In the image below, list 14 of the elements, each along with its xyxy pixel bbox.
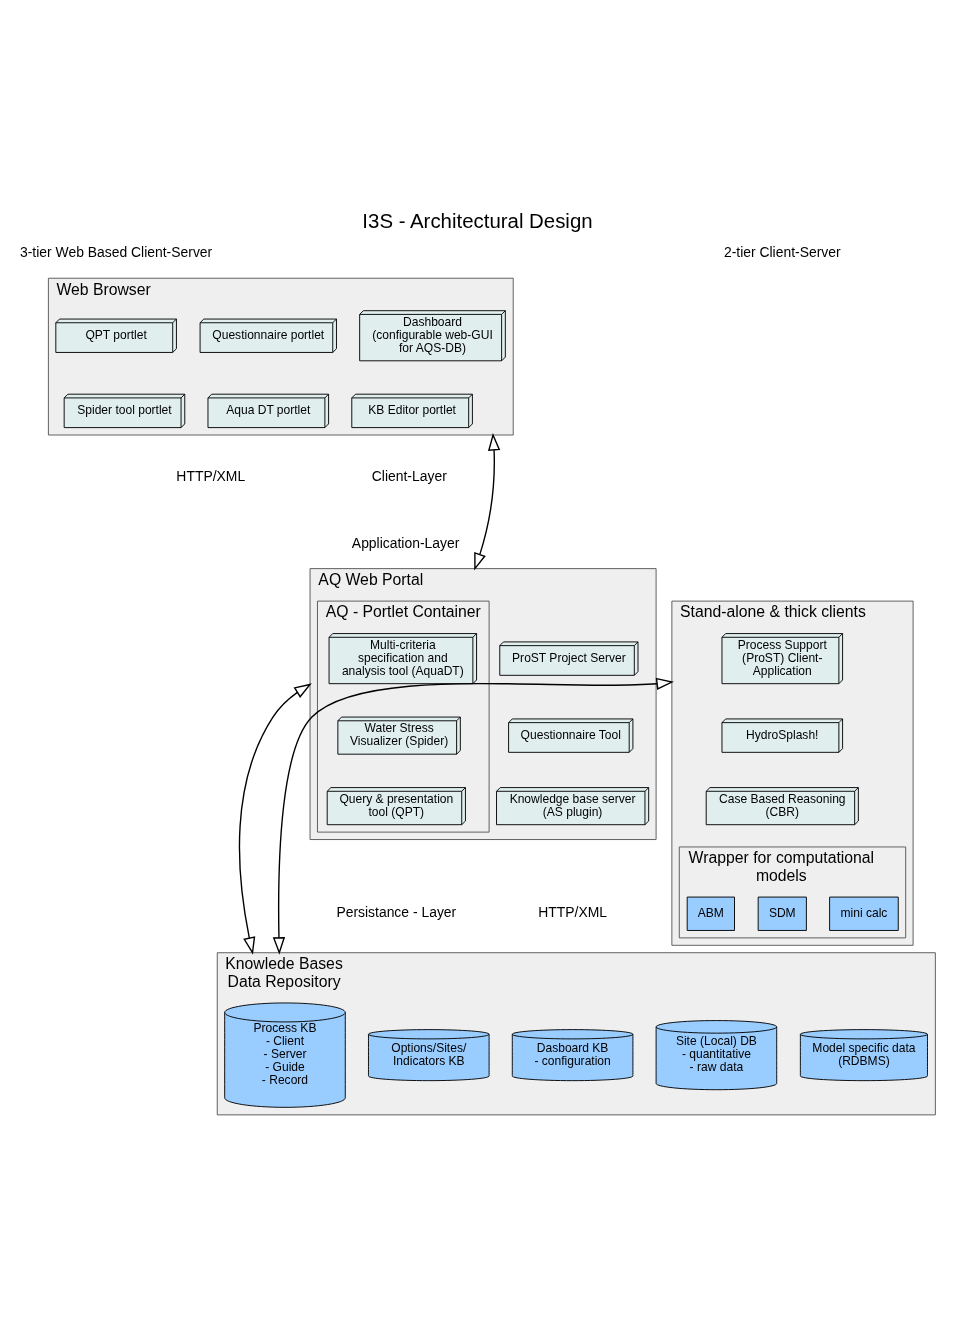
label: HTTP/XML [538,903,607,920]
label: Application-Layer [351,534,460,551]
node-box: mini calc [829,896,899,931]
arrow [238,682,312,955]
label: Client-Layer [371,467,447,484]
label: 2-tier Client-Server [723,243,841,260]
label: 3-tier Web Based Client-Server [20,243,213,260]
node-box: ABM [686,896,735,931]
diagram-title: I3S - Architectural Design [362,209,593,232]
label: HTTP/XML [176,467,246,484]
node-box: SDM [757,896,807,931]
label: Persistance - Layer [336,903,457,920]
arrow [474,432,501,571]
arrow [272,677,674,955]
